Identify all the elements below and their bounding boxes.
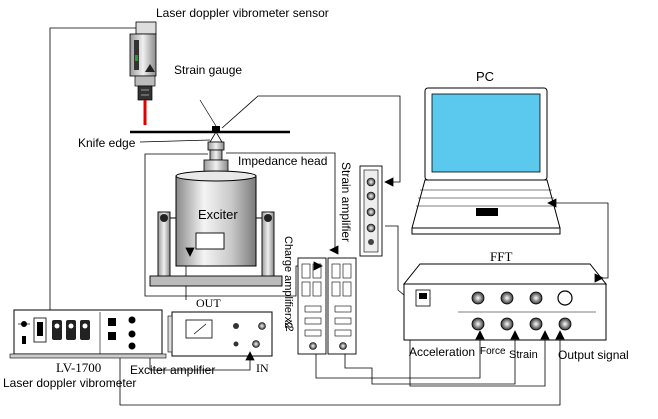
label-pc: PC bbox=[476, 69, 495, 84]
wire-fft-to-pc bbox=[548, 202, 609, 279]
strain-amplifier bbox=[359, 165, 383, 257]
label-lv1700: LV-1700 bbox=[56, 360, 102, 375]
arrow-fft-acc bbox=[475, 330, 485, 340]
pc-laptop bbox=[411, 87, 561, 235]
charge-amplifiers bbox=[297, 257, 357, 355]
arrow-fft-output bbox=[555, 330, 565, 340]
arrow-fft-force bbox=[510, 330, 520, 340]
arrow-fft-strain bbox=[540, 330, 550, 340]
beam-specimen bbox=[130, 99, 290, 143]
label-exciter-amplifier: Exciter amplifier bbox=[130, 363, 216, 377]
knife-edge-leader bbox=[139, 139, 211, 143]
label-ldv-sensor: Laser doppler vibrometer sensor bbox=[156, 6, 329, 20]
arrows bbox=[185, 177, 604, 361]
arrow-to-exciter bbox=[185, 247, 195, 257]
label-strain-amplifier: Strain amplifier bbox=[339, 162, 353, 243]
label-in: IN bbox=[256, 361, 269, 375]
strain-gauge-leader bbox=[199, 99, 217, 127]
label-fft: FFT bbox=[490, 249, 513, 264]
fft-analyzer bbox=[402, 263, 608, 341]
arrow-to-pc bbox=[547, 198, 557, 208]
label-exciter: Exciter bbox=[198, 207, 238, 222]
wire-lv-to-fft bbox=[119, 330, 561, 406]
label-acceleration: Acceleration bbox=[409, 345, 476, 359]
label-ldv: Laser doppler vibrometer bbox=[3, 376, 137, 390]
exciter-amplifier bbox=[167, 311, 273, 357]
ldv-sensor bbox=[129, 21, 157, 125]
wire-strain-gauge bbox=[221, 95, 401, 183]
label-strain: Strain bbox=[509, 349, 538, 361]
arrow-to-in bbox=[245, 351, 255, 361]
label-strain-gauge: Strain gauge bbox=[174, 63, 243, 77]
knife-edge-shape bbox=[209, 131, 223, 143]
arrow-to-charge-amp bbox=[329, 245, 339, 255]
label-knife-edge: Knife edge bbox=[78, 136, 136, 150]
wire-charge-to-fft-1 bbox=[315, 330, 481, 379]
label-x2: x2 bbox=[283, 320, 295, 332]
arrow-to-fft-top bbox=[594, 273, 604, 283]
arrow-to-strain-amp bbox=[384, 177, 394, 187]
arrow-to-charge-amp-2 bbox=[313, 261, 323, 271]
label-force: Force bbox=[480, 346, 506, 357]
label-out: OUT bbox=[196, 296, 221, 310]
strain-gauge-patch bbox=[212, 126, 220, 131]
label-charge-amplifier: Charge amplifierx2 bbox=[282, 236, 294, 329]
label-impedance-head: Impedance head bbox=[238, 154, 328, 168]
wire-ldv-sensor bbox=[49, 27, 140, 310]
label-output-signal: Output signal bbox=[558, 348, 629, 362]
lv1700-unit bbox=[9, 309, 167, 359]
wire-charge-to-fft-2 bbox=[344, 330, 516, 385]
